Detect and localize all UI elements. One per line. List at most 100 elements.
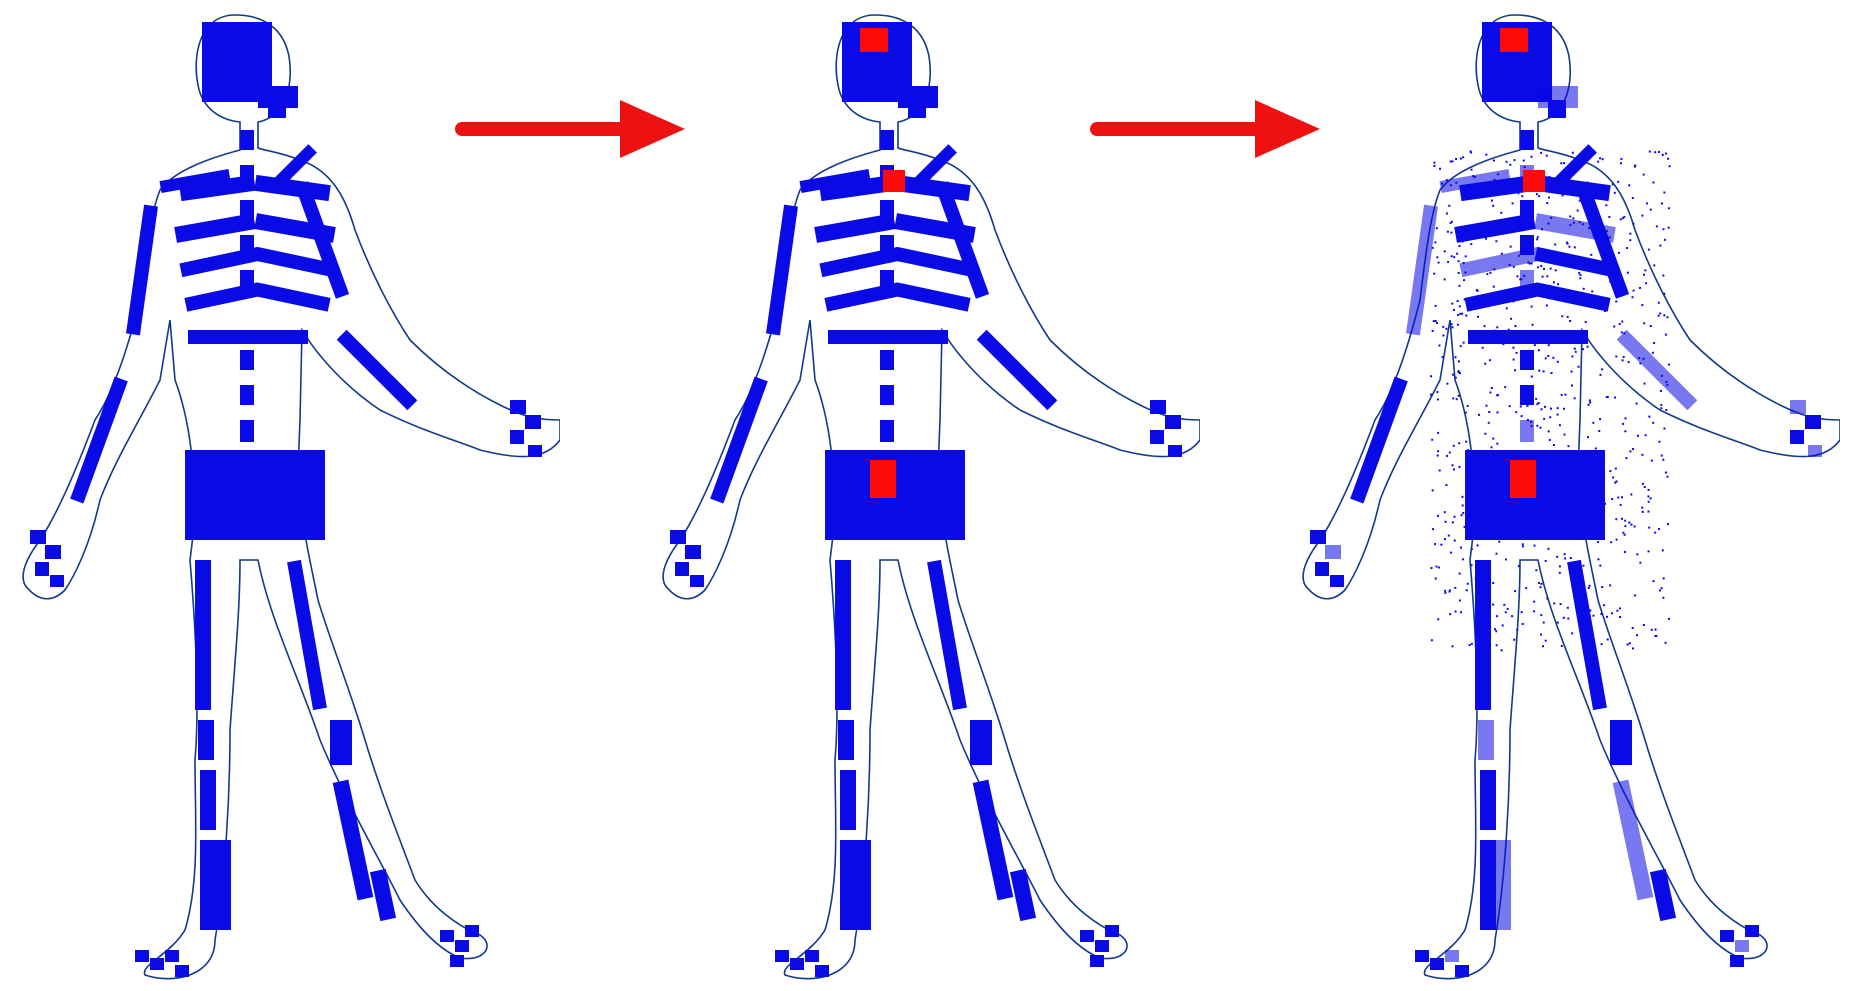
speckle-dot: [1604, 310, 1606, 312]
speckle-dot: [1612, 254, 1614, 256]
speckle-dot: [1588, 585, 1590, 587]
speckle-dot: [1661, 587, 1663, 589]
speckle-dot: [1568, 526, 1570, 528]
highlight-pelvis: [1510, 460, 1536, 498]
bone-segment: [240, 350, 254, 370]
speckle-dot: [1571, 371, 1573, 373]
speckle-dot: [1489, 527, 1491, 529]
speckle-dot: [1520, 405, 1522, 407]
speckle-dot: [1469, 644, 1471, 646]
speckle-dot: [1520, 498, 1522, 500]
speckle-dot: [1485, 464, 1487, 466]
speckle-dot: [1456, 229, 1458, 231]
speckle-dot: [1659, 312, 1661, 314]
bone-segment: [824, 282, 900, 311]
speckle-dot: [1521, 611, 1523, 613]
bone-segment: [135, 950, 149, 962]
speckle-dot: [1582, 266, 1584, 268]
speckle-dot: [1564, 553, 1566, 555]
highlight-pelvis: [870, 460, 896, 498]
speckle-dot: [1542, 645, 1544, 647]
bone-segment: [1310, 530, 1326, 544]
speckle-dot: [1561, 645, 1563, 647]
speckle-dot: [1661, 455, 1663, 457]
speckle-dot: [1485, 405, 1487, 407]
speckle-dot: [1546, 275, 1548, 277]
skeleton-figure-stage-3: [1280, 0, 1840, 991]
speckle-dot: [1487, 592, 1489, 594]
speckle-dot: [1570, 535, 1572, 537]
speckle-dot: [1452, 160, 1454, 162]
speckle-dot: [1518, 565, 1520, 567]
speckle-dot: [1496, 443, 1498, 445]
bone-segment: [710, 377, 768, 504]
speckle-dot: [1497, 173, 1499, 175]
speckle-dot: [1633, 290, 1635, 292]
speckle-dot: [1598, 532, 1600, 534]
speckle-dot: [1541, 228, 1543, 230]
bone-segment: [927, 560, 967, 710]
speckle-dot: [1523, 275, 1525, 277]
speckle-dot: [1604, 503, 1606, 505]
speckle-dot: [1577, 210, 1579, 212]
speckle-dot: [1462, 512, 1464, 514]
bone-segment: [1790, 430, 1804, 444]
speckle-dot: [1621, 286, 1623, 288]
speckle-dot: [1614, 397, 1616, 399]
bone-segment: [528, 445, 542, 457]
speckle-dot: [1438, 567, 1440, 569]
speckle-dot: [1572, 152, 1574, 154]
speckle-dot: [1644, 486, 1646, 488]
speckle-dot: [1515, 411, 1517, 413]
speckle-dot: [1544, 406, 1546, 408]
speckle-dot: [1569, 320, 1571, 322]
speckle-dot: [1662, 597, 1664, 599]
speckle-dot: [1509, 264, 1511, 266]
speckle-dot: [1488, 233, 1490, 235]
speckle-dot: [1493, 286, 1495, 288]
speckle-dot: [1646, 202, 1648, 204]
bone-segment: [1745, 925, 1759, 937]
speckle-dot: [1475, 474, 1477, 476]
speckle-dot: [1616, 539, 1618, 541]
speckle-dot: [1552, 357, 1554, 359]
speckle-dot: [1453, 468, 1455, 470]
speckle-dot: [1564, 557, 1566, 559]
speckle-dot: [1509, 164, 1511, 166]
speckle-dot: [1449, 452, 1451, 454]
speckle-dot: [1554, 244, 1556, 246]
speckle-dot: [1609, 470, 1611, 472]
speckle-dot: [1493, 160, 1495, 162]
bone-segment: [510, 400, 526, 414]
speckle-dot: [1535, 569, 1537, 571]
speckle-dot: [1632, 647, 1634, 649]
bone-segment: [880, 350, 894, 370]
speckle-dot: [1460, 547, 1462, 549]
speckle-dot: [1574, 246, 1576, 248]
speckle-dot: [1629, 233, 1631, 235]
speckle-dot: [1521, 224, 1523, 226]
speckle-dot: [1611, 612, 1613, 614]
speckle-dot: [1451, 326, 1453, 328]
speckle-dot: [1648, 416, 1650, 418]
speckle-dot: [1514, 325, 1516, 327]
speckle-dot: [1497, 411, 1499, 413]
bone-segment: [977, 330, 1058, 411]
speckle-dot: [1454, 516, 1456, 518]
speckle-dot: [1485, 565, 1487, 567]
speckle-dot: [1529, 263, 1531, 265]
speckle-dot: [1587, 436, 1589, 438]
speckle-dot: [1608, 259, 1610, 261]
speckle-dot: [1641, 507, 1643, 509]
bone-segment: [1168, 445, 1182, 457]
speckle-dot: [1440, 544, 1442, 546]
speckle-dot: [1538, 519, 1540, 521]
speckle-dot: [1553, 281, 1555, 283]
bone-segment: [240, 130, 254, 150]
highlight-head: [1500, 28, 1528, 52]
speckle-dot: [1579, 274, 1581, 276]
speckle-dot: [1547, 291, 1549, 293]
speckle-dot: [1439, 469, 1441, 471]
speckle-dot: [1465, 255, 1467, 257]
speckle-dot: [1474, 235, 1476, 237]
